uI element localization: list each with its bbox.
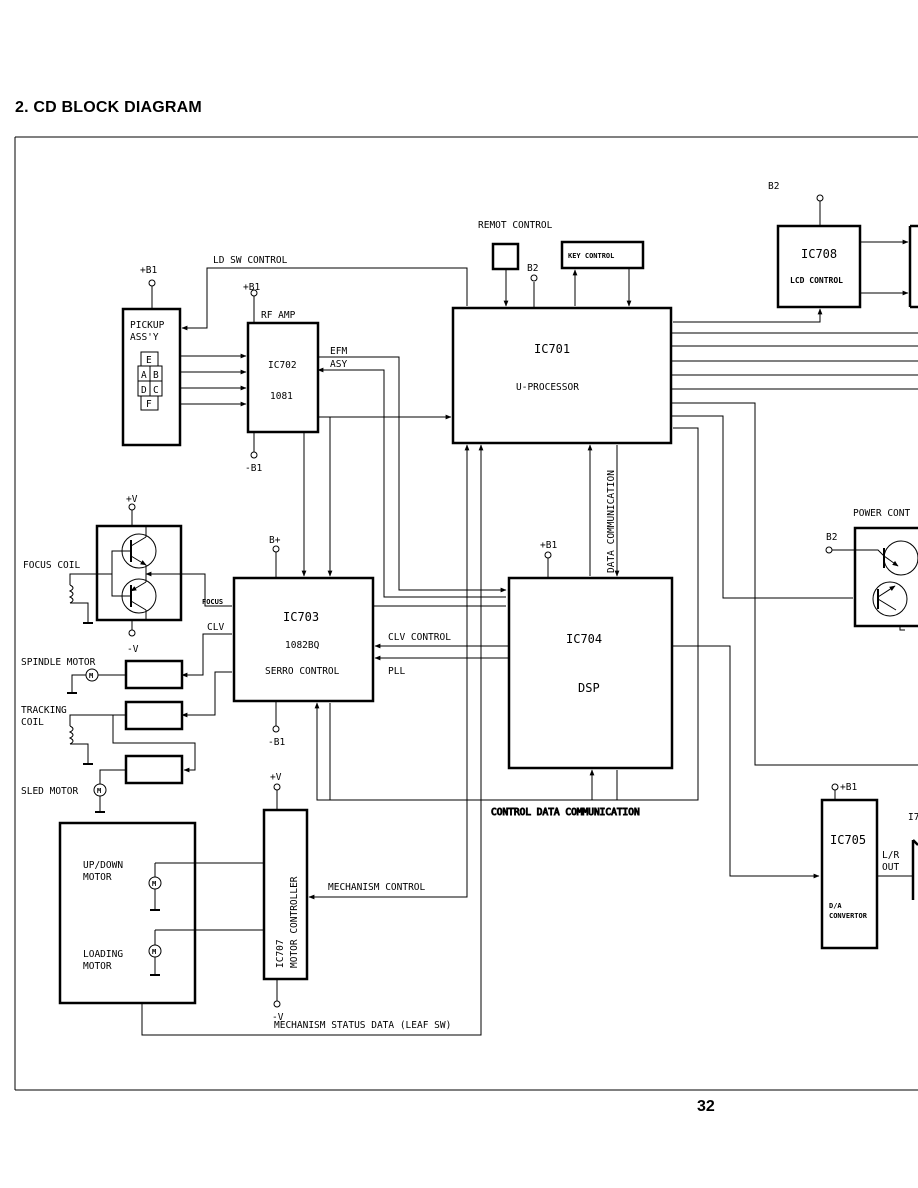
mechanism-control-label: MECHANISM CONTROL: [328, 882, 426, 893]
power-control-label: POWER CONT: [853, 508, 910, 519]
pickup-label-line1: PICKUP: [130, 320, 165, 331]
clv-control-label: CLV CONTROL: [388, 632, 451, 643]
loading-motor-label-1: LOADING: [83, 949, 123, 960]
pickup-cell-e: E: [146, 355, 152, 366]
ic708-supply-label: B2: [768, 181, 779, 192]
tracking-coil-driver: [68, 671, 232, 773]
page-heading: 2. CD BLOCK DIAGRAM: [15, 99, 202, 116]
ic707-function: MOTOR CONTROLLER: [289, 876, 300, 968]
ic701-function: U-PROCESSOR: [516, 382, 579, 393]
remote-control-label: REMOT CONTROL: [478, 220, 553, 231]
loading-motor-icon: M: [152, 948, 156, 956]
ld-sw-control-line: LD SW CONTROL: [181, 255, 468, 331]
pickup-assembly-block: PICKUP ASS'Y E A B D C F +B1: [121, 265, 182, 447]
ic703-label: IC703: [283, 610, 319, 624]
ic707-label: IC707: [275, 939, 286, 968]
ic702-label: IC702: [268, 360, 297, 371]
loading-motor-label-2: MOTOR: [83, 961, 112, 972]
processor-output-lines: [671, 308, 918, 766]
ic703-function: SERRO CONTROL: [265, 666, 340, 677]
pickup-to-ic702-lines: [180, 353, 247, 407]
ic707-motor-controller-block: IC707 MOTOR CONTROLLER +V -V: [262, 772, 309, 1023]
rf-amp-caption: RF AMP: [261, 310, 296, 321]
focus-coil-symbol: [68, 584, 93, 624]
pickup-supply-label: +B1: [140, 265, 157, 276]
power-control-supply-label: B2: [826, 532, 837, 543]
ic705-supply-label: +B1: [840, 782, 857, 793]
pickup-cell-d: D: [141, 385, 147, 396]
ic701-label: IC701: [534, 342, 570, 356]
ic701-processor-block: IC701 U-PROCESSOR: [451, 306, 673, 445]
clv-signal-label: CLV: [207, 622, 224, 633]
pickup-label-line2: ASS'Y: [130, 332, 159, 343]
spindle-motor-icon: M: [89, 672, 93, 680]
ic702-part: 1081: [270, 391, 293, 402]
pll-label: PLL: [388, 666, 405, 677]
ic703-part: 1082BQ: [285, 640, 320, 651]
spindle-motor-label: SPINDLE MOTOR: [21, 657, 96, 668]
lr-out-label-2: OUT: [882, 862, 899, 873]
tracking-coil-label-2: COIL: [21, 717, 44, 728]
mechanism-motors-block: UP/DOWN MOTOR M LOADING MOTOR M: [58, 821, 263, 1005]
key-control-label: KEY CONTROL: [568, 252, 614, 260]
pickup-cell-b: B: [153, 370, 159, 381]
ic707-supply-label: +V: [270, 772, 282, 783]
ic7-partial-label: I7: [908, 812, 918, 823]
ic702-rf-amp-block: IC702 1081 RF AMP +B1 -B1: [243, 282, 320, 474]
power-control-block: POWER CONT B2: [825, 508, 918, 631]
pickup-cell-a: A: [141, 370, 147, 381]
sled-motor-icon: M: [97, 787, 101, 795]
ic705-label: IC705: [830, 833, 866, 847]
ic708-label: IC708: [801, 247, 837, 261]
focus-driver-neg-supply-label: -V: [127, 644, 139, 655]
ic705-function-1: D/A: [829, 902, 842, 910]
sled-motor-driver: M: [93, 754, 184, 813]
mechanism-lines: [141, 444, 484, 1036]
ic707-neg-supply-label: -V: [272, 1012, 284, 1023]
clv-pll-lines: CLV CONTROL PLL: [374, 632, 509, 677]
remote-control-block: REMOT CONTROL B2: [478, 220, 553, 308]
spindle-motor-driver: M: [67, 633, 232, 694]
ic705-function-2: CONVERTOR: [829, 912, 868, 920]
ld-sw-control-label: LD SW CONTROL: [213, 255, 288, 266]
ic703-supply-label: B+: [269, 535, 281, 546]
updown-motor-icon: M: [152, 880, 156, 888]
processor-supply-label: B2: [527, 263, 538, 274]
focus-driver-supply-label: +V: [126, 494, 138, 505]
ic704-label: IC704: [566, 632, 602, 646]
asy-label: ASY: [330, 359, 347, 370]
ic708-function: LCD CONTROL: [790, 276, 843, 285]
ic702-supply-label: +B1: [243, 282, 260, 293]
ic704-function: DSP: [578, 681, 600, 695]
ic704-supply-label: +B1: [540, 540, 557, 551]
ic703-neg-supply-label: -B1: [268, 737, 285, 748]
updown-motor-label-1: UP/DOWN: [83, 860, 123, 871]
pickup-cell-f: F: [146, 399, 152, 410]
mechanism-status-label: MECHANISM STATUS DATA (LEAF SW): [274, 1020, 451, 1031]
updown-motor-label-2: MOTOR: [83, 872, 112, 883]
dsp-to-dac-line: [672, 645, 820, 879]
data-communication-lines: DATA COMMUNICATION: [587, 444, 620, 577]
page-number: 32: [697, 1098, 715, 1115]
focus-signal-label: FOCUS: [202, 598, 223, 606]
ic704-dsp-block: IC704 DSP +B1: [507, 540, 674, 770]
focus-coil-label: FOCUS COIL: [23, 560, 80, 571]
sled-motor-label: SLED MOTOR: [21, 786, 78, 797]
diagram-frame: [14, 136, 918, 1091]
pickup-cell-c: C: [153, 385, 159, 396]
lr-out-label-1: L/R: [882, 850, 899, 861]
control-data-communication-label: CONTROL DATA COMMUNICATION: [491, 807, 640, 818]
key-control-block: KEY CONTROL: [560, 240, 645, 307]
ic708-lcd-control-block: IC708 LCD CONTROL B2: [768, 181, 918, 309]
focus-driver-block: +V -V: [69, 494, 232, 655]
efm-label: EFM: [330, 346, 347, 357]
tracking-coil-label-1: TRACKING: [21, 705, 67, 716]
efm-asy-lines: EFM ASY: [301, 346, 507, 607]
ic702-neg-supply-label: -B1: [245, 463, 262, 474]
data-communication-label: DATA COMMUNICATION: [606, 470, 617, 573]
ic705-dac-block: IC705 D/A CONVERTOR +B1 L/R OUT I7: [820, 782, 918, 950]
